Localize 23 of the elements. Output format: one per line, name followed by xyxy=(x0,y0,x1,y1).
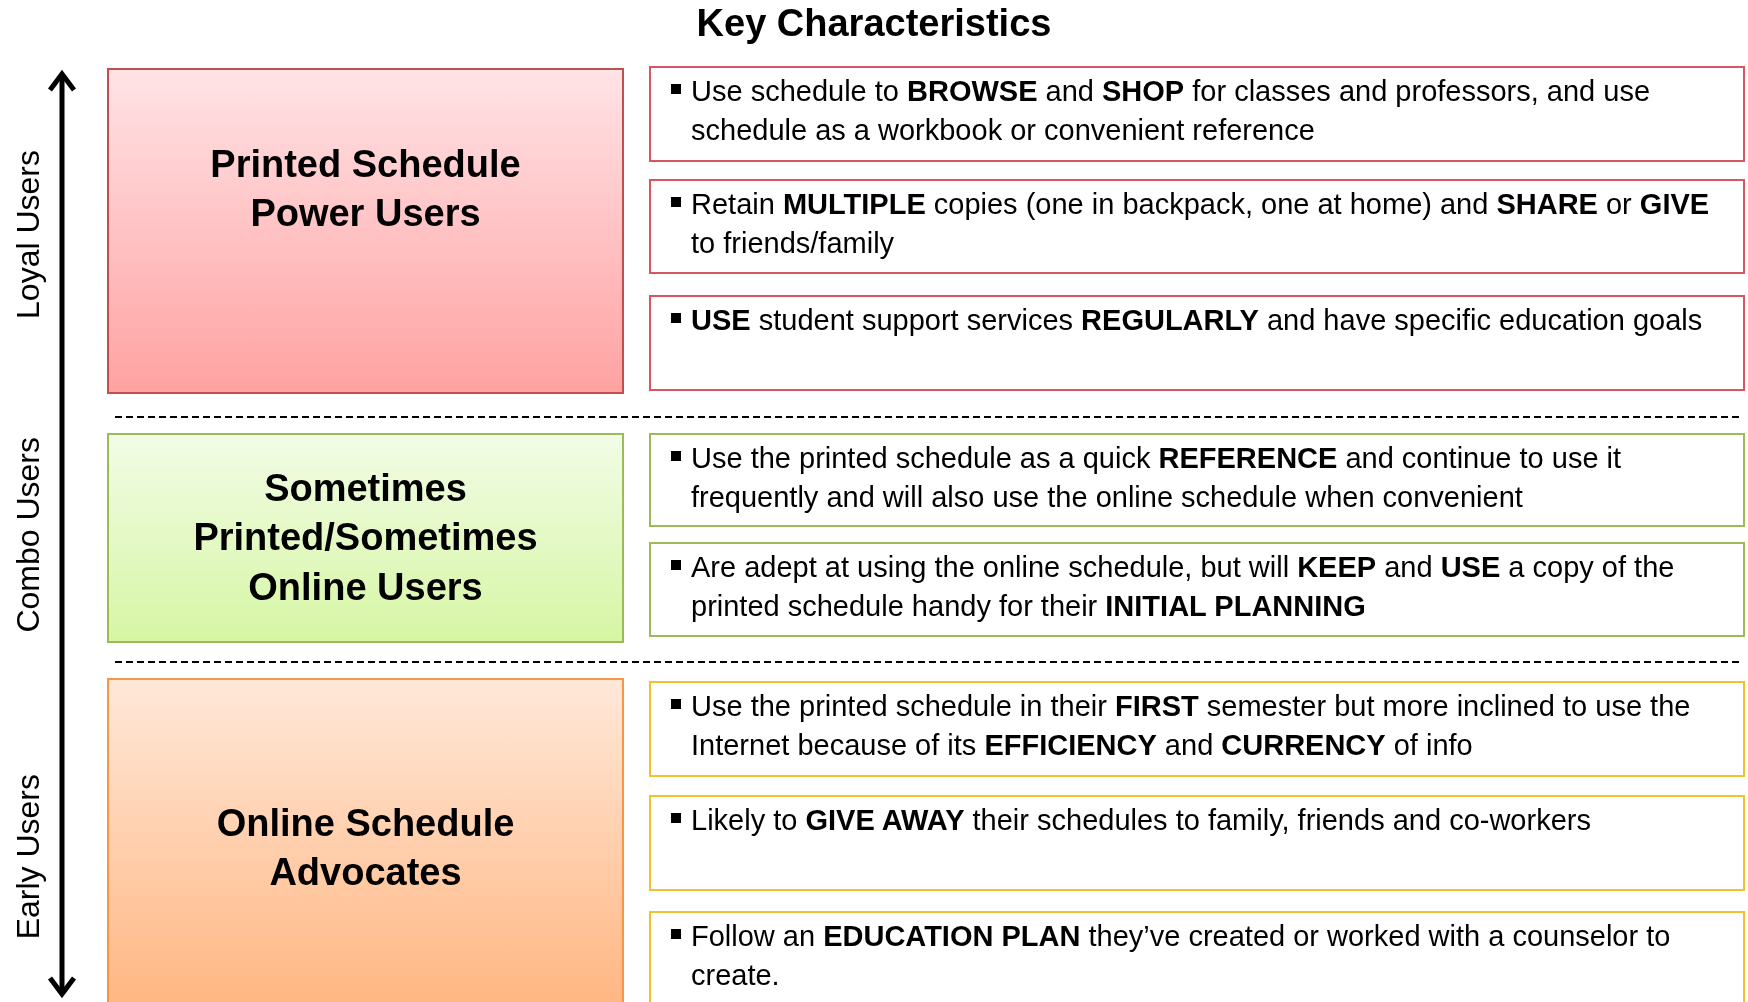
characteristic-box xyxy=(649,179,1745,274)
axis-label: Early Users xyxy=(10,773,47,939)
characteristic-text: USE student support services REGULARLY and have specific education goals xyxy=(691,303,1703,338)
title: Key Characteristics xyxy=(695,2,1053,45)
characteristic-text: Use the printed schedule as a quick REFERENCE and continue to use it frequently and will also use the online schedule when convenient xyxy=(691,441,1623,516)
characteristic-box xyxy=(649,795,1745,891)
characteristic-box xyxy=(649,542,1745,637)
characteristic-text: Use the printed schedule in their FIRST semester but more inclined to use the Internet because of its EFFICIENCY and CURRENCY of info xyxy=(691,689,1692,764)
characteristic-text: Are adept at using the online schedule, but will KEEP and USE a copy of the printed schedule handy for their INITIAL PLANNING xyxy=(691,550,1676,625)
characteristic-box xyxy=(649,681,1745,777)
characteristic-text: Retain MULTIPLE copies (one in backpack, one at home) and SHARE or GIVE to friends/family xyxy=(691,187,1711,262)
category-box: Printed Schedule Power Users xyxy=(107,68,624,394)
axis-label: Combo Users xyxy=(10,437,47,633)
characteristic-text: Likely to GIVE AWAY their schedules to family, friends and co-workers xyxy=(691,803,1591,838)
characteristic-text: Follow an EDUCATION PLAN they’ve created or worked with a counselor to create. xyxy=(691,919,1672,994)
characteristic-box xyxy=(649,295,1745,391)
characteristic-box xyxy=(649,911,1745,1002)
characteristic-text: Use schedule to BROWSE and SHOP for classes and professors, and use schedule as a workbook or convenient reference xyxy=(691,74,1652,149)
category-box: Sometimes Printed/Sometimes Online Users xyxy=(107,433,624,643)
characteristic-box xyxy=(649,66,1745,162)
characteristic-box xyxy=(649,433,1745,527)
category-box: Online Schedule Advocates xyxy=(107,678,624,1002)
axis-label: Loyal Users xyxy=(10,149,47,319)
